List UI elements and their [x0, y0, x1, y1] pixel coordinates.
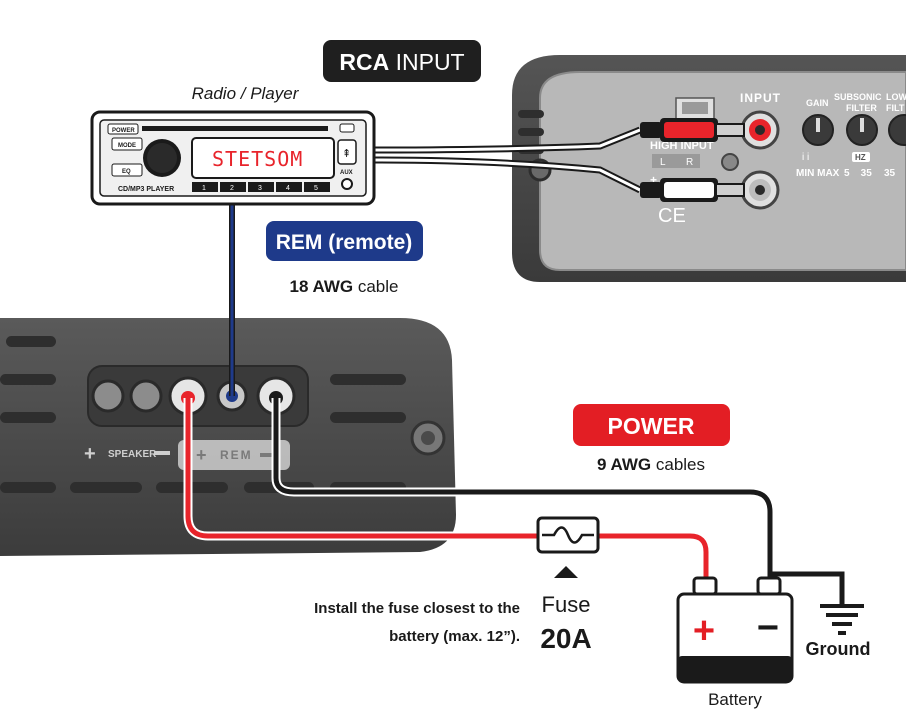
svg-text:+: + — [196, 445, 207, 465]
rca-socket-white[interactable] — [740, 170, 780, 210]
input-label: INPUT — [740, 91, 781, 105]
fuse-label: Fuse — [542, 592, 591, 617]
radio-player-label: Radio / Player — [192, 84, 300, 103]
lowpass-label-2: FILT — [886, 103, 905, 113]
fuse-rating: 20A — [540, 623, 591, 654]
svg-text:i i: i i — [802, 152, 809, 163]
gain-knob[interactable] — [802, 114, 834, 146]
battery: + − — [676, 576, 794, 684]
rca-socket-red[interactable] — [740, 110, 780, 150]
amp-screw — [410, 420, 446, 456]
amplifier-bottom-panel: + SPEAKER + REM — [0, 318, 456, 556]
radio-player: POWER MODE EQ STETSOM ⇞ AUX CD/MP3 PLAYE… — [90, 110, 376, 206]
power-positive-wire — [183, 398, 711, 578]
fuse — [536, 516, 600, 554]
rca-input-bold: RCA — [339, 49, 389, 75]
subsonic-knob[interactable] — [846, 114, 878, 146]
radio-power-button[interactable]: POWER — [112, 128, 135, 134]
preset-button-2[interactable] — [220, 182, 246, 192]
power-cable-spec: 9 AWG cables — [597, 455, 705, 474]
preset-button-5[interactable] — [304, 182, 330, 192]
preset-button-4[interactable] — [276, 182, 302, 192]
preset-label-4: 4 — [286, 185, 290, 192]
radio-model-text: CD/MP3 PLAYER — [118, 186, 174, 193]
amplifier-top-panel: HIGH INPUT L R + − CE INPUT GAIN MIN MAX… — [512, 55, 906, 282]
preset-label-1: 1 — [202, 185, 206, 192]
rca-cables — [371, 118, 745, 202]
battery-minus-icon: − — [757, 607, 779, 649]
speaker-label: SPEAKER — [108, 449, 157, 460]
radio-volume-knob[interactable] — [143, 139, 181, 177]
rem-cable-spec: 18 AWG cable — [290, 277, 399, 296]
rca-input-badge: RCA INPUT — [323, 40, 481, 82]
gain-label: GAIN — [806, 98, 829, 108]
fuse-pointer-icon — [554, 566, 578, 578]
rem-amp-label: REM — [220, 448, 253, 462]
subsonic-label-2: FILTER — [846, 103, 877, 113]
lowpass-scale: 35 — [884, 168, 896, 179]
preset-label-2: 2 — [230, 185, 234, 192]
radio-mode-button[interactable]: MODE — [118, 143, 136, 149]
fuse-note-line-1: Install the fuse closest to the — [314, 600, 520, 617]
subsonic-label-1: SUBSONIC — [834, 92, 882, 102]
gain-scale: MIN MAX — [796, 168, 840, 179]
lowpass-label-1: LOW — [886, 92, 906, 102]
power-ground-wire — [271, 398, 845, 604]
subsonic-scale: 5 35 — [844, 168, 872, 179]
battery-label: Battery — [708, 690, 762, 709]
usb-icon: ⇞ — [342, 148, 351, 160]
preset-label-5: 5 — [314, 185, 318, 192]
speaker-plus: + — [84, 443, 96, 465]
subsonic-hz-label: HZ — [855, 153, 866, 162]
ce-mark: CE — [658, 205, 686, 227]
speaker-terminal-1[interactable] — [91, 379, 125, 413]
power-badge: POWER — [573, 404, 730, 446]
rca-plug-white — [640, 178, 745, 202]
battery-negative-post — [756, 576, 782, 596]
speaker-terminal-2[interactable] — [129, 379, 163, 413]
radio-display-text: STETSOM — [212, 147, 303, 171]
rca-plug-red — [640, 118, 745, 142]
fuse-note-line-2: battery (max. 12”). — [389, 628, 520, 645]
ground-label: Ground — [806, 639, 871, 659]
radio-aux-label: AUX — [340, 170, 353, 176]
preset-button-1[interactable] — [192, 182, 218, 192]
battery-positive-post — [692, 576, 718, 596]
power-label: POWER — [608, 413, 695, 439]
battery-plus-icon: + — [693, 610, 715, 652]
radio-preset-buttons: 1 2 3 4 5 — [192, 182, 330, 192]
preset-label-3: 3 — [258, 185, 262, 192]
svg-text:RCA INPUT: RCA INPUT — [339, 49, 464, 75]
lr-left-label: L — [660, 157, 666, 168]
rca-input-rest: INPUT — [389, 49, 464, 75]
rem-remote-badge: REM (remote) — [266, 221, 423, 261]
fuse-icon — [542, 526, 594, 544]
high-input-label: HIGH INPUT — [650, 140, 714, 152]
lowpass-knob[interactable] — [888, 114, 906, 146]
rem-remote-label: REM (remote) — [276, 231, 413, 254]
ground-icon — [820, 604, 864, 635]
lr-right-label: R — [686, 157, 693, 168]
radio-eq-button[interactable]: EQ — [122, 169, 131, 175]
preset-button-3[interactable] — [248, 182, 274, 192]
